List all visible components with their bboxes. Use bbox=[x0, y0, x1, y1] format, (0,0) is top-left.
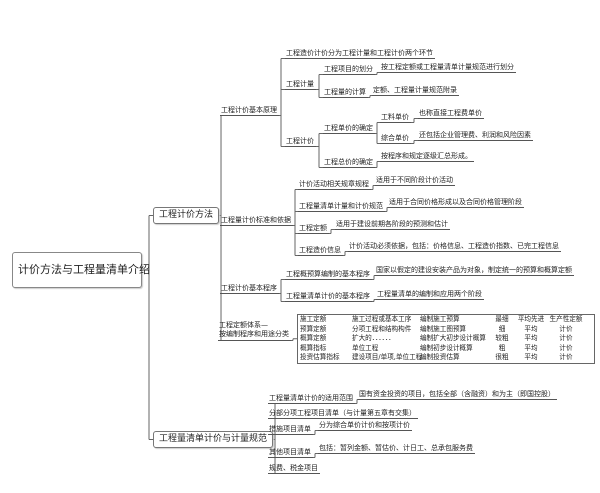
cell: 计价 bbox=[559, 324, 573, 333]
cell: 生产性定额 bbox=[549, 315, 583, 323]
table-row: 施工定额 施工过程或基本工序编制施工预算 最细平均先进生产性定额 bbox=[300, 315, 592, 325]
cell: 概算定额 bbox=[300, 334, 327, 342]
cell: 细 bbox=[498, 324, 506, 333]
note-quantity-calc[interactable]: 定额、工程量计量规范附录 bbox=[372, 86, 459, 96]
cell: 投资估算指标 bbox=[300, 353, 340, 361]
node-bq-item[interactable]: 措施项目清单 bbox=[268, 425, 313, 435]
cell: 预算定额 bbox=[300, 324, 327, 333]
node-standards[interactable]: 工程量计价标准和依据 bbox=[220, 216, 293, 226]
note-standard-item[interactable]: 适用于合同价格形成以及合同价格管理阶段 bbox=[388, 198, 524, 208]
node-bq-item[interactable]: 规费、税金项目 bbox=[268, 464, 320, 474]
node-standard-item[interactable]: 工程定额 bbox=[298, 224, 329, 234]
cell: 编制扩大初步设计概算 bbox=[420, 334, 486, 342]
table-row: 概算指标 单位工程 编制初步设计概算 粗 平均 计价 bbox=[300, 344, 592, 354]
cell: 分项工程和结构构件 bbox=[352, 324, 412, 333]
cell: 编制初步设计概算 bbox=[420, 343, 473, 352]
note-procedure-item[interactable]: 国家以假定的建设安装产品为对象，制定统一的预算和概算定额 bbox=[375, 266, 574, 276]
cell: 编制投资估算 bbox=[420, 353, 460, 361]
node-comprehensive-price[interactable]: 综合单价 bbox=[380, 134, 411, 144]
topic-pricing-methods[interactable]: 工程计价方法 bbox=[153, 207, 220, 224]
connector-line bbox=[313, 430, 318, 435]
node-quantity-calc[interactable]: 工程量的计算 bbox=[323, 88, 368, 98]
node-procedure-item[interactable]: 工程概预算编制的基本程序 bbox=[285, 270, 372, 280]
node-standard-item[interactable]: 计价活动相关规章规程 bbox=[298, 180, 371, 190]
connector-line bbox=[372, 275, 375, 280]
cell: 概算指标 bbox=[300, 343, 327, 352]
note-comprehensive-price[interactable]: 还包括企业管理费、利润和风险因素 bbox=[418, 131, 533, 141]
connector-line bbox=[218, 115, 222, 341]
node-bq-item[interactable]: 工程量清单计价的适用范围 bbox=[268, 394, 355, 404]
connector-line bbox=[316, 133, 323, 168]
node-quota-system[interactable]: 工程定额体系— 按编制程序和用途分类 bbox=[218, 321, 291, 341]
cell: 平均 bbox=[524, 343, 538, 352]
connector-line bbox=[279, 58, 285, 147]
node-procedure[interactable]: 工程计价基本程序 bbox=[220, 284, 279, 294]
connector-line bbox=[316, 74, 323, 98]
cell: 平均 bbox=[524, 334, 538, 342]
table-row: 预算定额 分项工程和结构构件编制施工图预算 细 平均 计价 bbox=[300, 325, 592, 335]
topic-bill-of-quantities[interactable]: 工程量清单计价与计量规范 bbox=[153, 431, 274, 448]
cell: 编制施工预算 bbox=[420, 315, 460, 323]
table-row: 投资估算指标 建设项目/单项,单位工程编制投资估算 很粗 平均 计价 bbox=[300, 353, 592, 363]
connector-line bbox=[385, 207, 388, 212]
note-total-price[interactable]: 按程序和规定逐级汇总形成。 bbox=[380, 152, 474, 162]
note-item-division[interactable]: 按工程定额或工程量清单计量规范进行划分 bbox=[380, 63, 516, 73]
note-procedure-item[interactable]: 工程量清单的编制和应用两个阶段 bbox=[376, 290, 484, 300]
node-item-division[interactable]: 工程项目的划分 bbox=[323, 65, 375, 75]
note-standard-item[interactable]: 适用于不同阶段计价活动 bbox=[375, 176, 455, 186]
note-labor-material-price[interactable]: 也称直接工程费单价 bbox=[418, 109, 484, 119]
cell: 施工过程或基本工序 bbox=[352, 315, 412, 323]
cell: 扩大的．．．．．． bbox=[352, 334, 395, 342]
cell: 计价 bbox=[559, 343, 573, 352]
table-row: 概算定额 扩大的．．．．．． 编制扩大初步设计概算 较粗 平均 计价 bbox=[300, 334, 592, 344]
node-pricing[interactable]: 工程计价 bbox=[285, 137, 316, 147]
node-procedure-item[interactable]: 工程量清单计价的基本程序 bbox=[285, 292, 372, 302]
cell: 施工定额 bbox=[300, 315, 327, 323]
cell: 平均 bbox=[524, 353, 538, 361]
quota-system-line1: 工程定额体系— bbox=[219, 321, 268, 329]
quota-system-line2: 按编制程序和用途分类 bbox=[219, 330, 289, 338]
node-standard-item[interactable]: 工程量清单计量和计价规范 bbox=[298, 202, 385, 212]
node-total-price[interactable]: 工程总价的确定 bbox=[323, 158, 375, 168]
note-standard-item[interactable]: 计价活动必须依据，包括：价格信息、工程造价指数、已完工程信息 bbox=[348, 242, 561, 252]
note-bq-item[interactable]: 国有资金投资的项目，包括全部（含融资）和为主（即国控股） bbox=[358, 390, 557, 400]
cell: 计价 bbox=[559, 334, 573, 342]
cell: 较粗 bbox=[495, 334, 509, 342]
cell: 很粗 bbox=[495, 353, 509, 361]
note-bq-item[interactable]: 包括：暂列金额、暂估价、计日工、总承包服务费 bbox=[318, 444, 475, 454]
cell: 粗 bbox=[498, 343, 506, 352]
connector-line bbox=[343, 251, 348, 256]
note-bq-item[interactable]: 分为综合单价计价和按项计价 bbox=[318, 421, 412, 431]
node-basic-principle[interactable]: 工程计价基本原理 bbox=[220, 106, 279, 116]
connector-line bbox=[313, 453, 318, 458]
node-unit-price[interactable]: 工程单价的确定 bbox=[323, 124, 375, 134]
note-standard-item[interactable]: 适用于建设前期各阶段的预测和估计 bbox=[335, 220, 450, 230]
connector-line bbox=[355, 399, 358, 404]
connector-line bbox=[411, 140, 418, 144]
connector-line bbox=[375, 161, 380, 168]
quota-table: 施工定额 施工过程或基本工序编制施工预算 最细平均先进生产性定额 预算定额 分项工程和… bbox=[297, 314, 595, 364]
node-bq-item[interactable]: 分部分项工程项目清单（与计量第五章有交集） bbox=[268, 409, 418, 419]
cell: 最细 bbox=[495, 315, 509, 323]
cell: 单位工程 bbox=[352, 343, 379, 352]
node-measurement[interactable]: 工程计量 bbox=[285, 80, 316, 90]
cell: 编制施工图预算 bbox=[420, 324, 467, 333]
connector-line bbox=[329, 229, 335, 234]
root-topic[interactable]: 计价方法与工程量清单介绍 bbox=[12, 252, 150, 288]
connector-line bbox=[411, 118, 418, 123]
connector-line bbox=[371, 185, 375, 190]
node-labor-material-price[interactable]: 工料单价 bbox=[380, 113, 411, 123]
cell: 建设项目/单项,单位工程 bbox=[352, 353, 423, 361]
node-standard-item[interactable]: 工程造价信息 bbox=[298, 246, 343, 256]
node-two-steps[interactable]: 工程造价计价分为工程计量和工程计价两个环节 bbox=[285, 49, 435, 59]
connector-line bbox=[142, 215, 153, 440]
cell: 计价 bbox=[559, 353, 573, 361]
cell: 平均 bbox=[524, 324, 538, 333]
node-bq-item[interactable]: 其他项目清单 bbox=[268, 448, 313, 458]
cell: 平均先进 bbox=[517, 315, 545, 323]
